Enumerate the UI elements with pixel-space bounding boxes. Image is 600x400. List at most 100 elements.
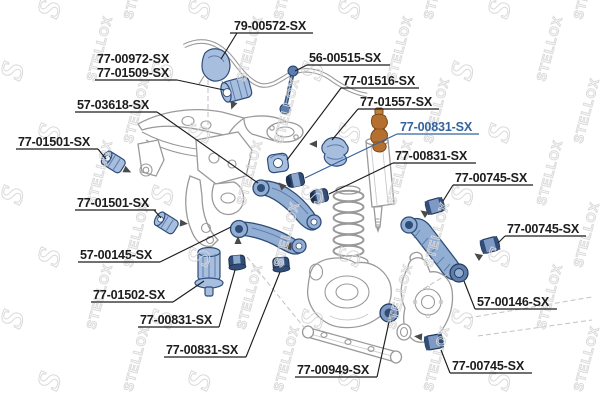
direction-arrow xyxy=(179,219,188,227)
part-label: 77-01501-SX xyxy=(77,196,150,210)
bushing-dark-3 xyxy=(228,254,247,271)
bump-stop xyxy=(370,107,388,153)
watermark-text: STELLOX xyxy=(0,0,2,21)
part-label: 77-00831-SX xyxy=(166,343,239,357)
part-label: 56-00515-SX xyxy=(309,51,382,65)
label-leader-line xyxy=(97,148,107,160)
label-leader-line xyxy=(286,87,342,161)
direction-arrow xyxy=(230,100,238,110)
label-leader-line xyxy=(156,111,259,184)
part-label: 77-01509-SX xyxy=(97,66,170,80)
direction-arrow xyxy=(309,140,317,148)
construction-lines xyxy=(207,80,593,337)
watermark-text: STELLOX xyxy=(570,76,600,145)
label-leader-line xyxy=(294,64,308,72)
direction-arrow xyxy=(414,333,423,341)
watermark-text: STELLOX xyxy=(120,324,152,393)
direction-arrow xyxy=(234,236,242,244)
bushing-subframe-rear xyxy=(153,211,179,235)
watermark-logo: S xyxy=(29,367,68,394)
label-leader-line xyxy=(220,32,238,60)
watermark-logo: S xyxy=(479,0,518,22)
trailing-bar xyxy=(301,325,403,364)
upper-arm-front xyxy=(229,219,307,255)
watermark-logo: S xyxy=(179,367,218,394)
part-label: 77-00972-SX xyxy=(97,52,170,66)
bushing-745-c xyxy=(423,333,445,351)
part-label: 77-00831-SX xyxy=(140,313,213,327)
watermark-text: STELLOX xyxy=(533,138,565,207)
bushing-dark-1 xyxy=(285,172,306,188)
part-label: 79-00572-SX xyxy=(234,19,307,33)
bushing-745-b xyxy=(479,235,501,255)
bushing-745-a xyxy=(424,196,446,216)
watermark-logo: S xyxy=(479,119,518,146)
label-leader-line xyxy=(440,349,451,374)
part-label: 77-00831-SX xyxy=(400,120,473,134)
watermark-logo: S xyxy=(592,305,600,332)
bushing-dark-4 xyxy=(272,256,291,273)
label-leader-line xyxy=(176,79,225,91)
label-leader-line xyxy=(304,133,398,179)
watermark-logo: S xyxy=(0,305,31,332)
part-label: 57-00145-SX xyxy=(80,248,153,262)
label-leader-line xyxy=(328,162,394,195)
watermark-text: STELLOX xyxy=(0,200,2,269)
watermark-logo: S xyxy=(0,181,31,208)
watermark-text: STELLOX xyxy=(383,14,415,83)
lower-control-arm xyxy=(306,257,392,329)
part-label: 77-00745-SX xyxy=(507,222,580,236)
label-leader-line xyxy=(463,280,476,310)
direction-arrow xyxy=(284,241,292,251)
part-label: 77-01501-SX xyxy=(18,135,91,149)
label-leader-line xyxy=(376,321,390,378)
part-label: 57-00146-SX xyxy=(477,295,550,309)
watermark-text: STELLOX xyxy=(270,0,302,21)
stabilizer-bar xyxy=(182,39,368,98)
bushing-arm-inner xyxy=(266,152,290,174)
direction-arrow xyxy=(420,210,430,218)
watermark-text: STELLOX xyxy=(120,0,152,21)
direction-arrow xyxy=(474,253,484,261)
part-label: 77-00745-SX xyxy=(455,171,528,185)
bushing-dark-2 xyxy=(309,188,330,204)
watermark-logo: S xyxy=(592,181,600,208)
upper-arm-rear xyxy=(252,179,322,231)
bushing-vertical-mount xyxy=(194,246,224,297)
watermark-text: STELLOX xyxy=(570,0,600,21)
watermark-text: STELLOX xyxy=(420,0,452,21)
label-leader-line xyxy=(442,184,454,202)
stabilizer-bushing xyxy=(220,76,253,103)
label-leader-line xyxy=(497,235,506,244)
part-label: 77-01516-SX xyxy=(343,74,416,88)
label-leader-line xyxy=(153,209,162,219)
watermark-logo: S xyxy=(592,57,600,84)
watermark-text: STELLOX xyxy=(570,324,600,393)
direction-arrow xyxy=(122,165,132,173)
watermark-logo: S xyxy=(29,243,68,270)
part-label: 77-01557-SX xyxy=(360,95,433,109)
watermark-text: STELLOX xyxy=(0,324,2,393)
toe-arm xyxy=(400,216,469,283)
diagram-layer xyxy=(100,39,593,364)
watermark-text: STELLOX xyxy=(270,324,302,393)
direction-arrows xyxy=(122,100,484,341)
part-label: 77-01502-SX xyxy=(93,288,166,302)
watermark-text: STELLOX xyxy=(0,76,2,145)
watermark-logo: S xyxy=(29,0,68,22)
part-label: 77-00949-SX xyxy=(297,363,370,377)
direction-arrow xyxy=(278,182,287,191)
part-label: 77-00745-SX xyxy=(452,359,525,373)
watermark-logo: S xyxy=(329,0,368,22)
label-leader-line xyxy=(218,269,236,328)
bushing-subframe-mount xyxy=(321,136,349,167)
part-label: 77-00831-SX xyxy=(395,149,468,163)
watermark-text: STELLOX xyxy=(533,14,565,83)
subframe xyxy=(137,109,304,248)
watermark-logo: S xyxy=(0,57,31,84)
label-leader-line xyxy=(159,226,232,263)
watermark-logo: S xyxy=(179,0,218,22)
